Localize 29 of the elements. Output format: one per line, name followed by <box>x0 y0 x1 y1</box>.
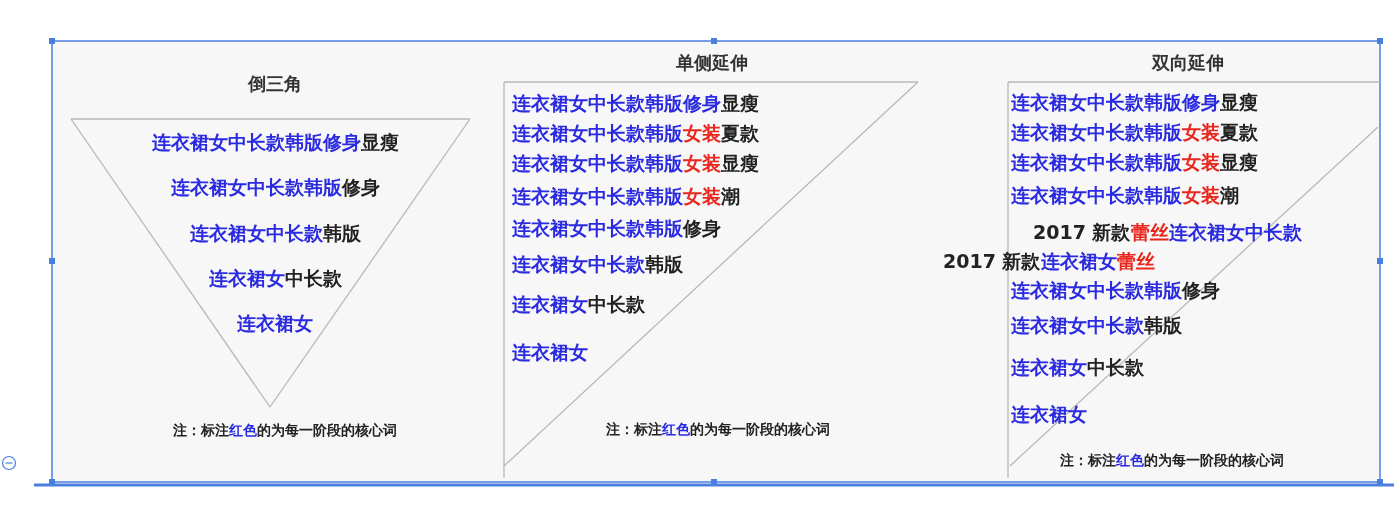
keyword-line: 连衣裙女中长款韩版女装潮 <box>1011 183 1239 207</box>
keyword-line: 连衣裙女中长款韩版女装显瘦 <box>512 151 759 175</box>
note-text: 注：标注红色的为每一阶段的核心词 <box>173 421 397 439</box>
keyword-line: 连衣裙女中长款韩版修身显瘦 <box>1011 90 1258 114</box>
note-text: 注：标注红色的为每一阶段的核心词 <box>606 420 830 438</box>
keyword-line: 连衣裙女中长款 <box>208 266 342 290</box>
keyword-line: 连衣裙女中长款韩版女装潮 <box>512 184 740 208</box>
keyword-line: 连衣裙女 <box>237 311 313 335</box>
keyword-line: 连衣裙女中长款韩版修身 <box>512 216 721 240</box>
keyword-line: 连衣裙女中长款 <box>512 292 645 316</box>
keyword-line: 连衣裙女中长款韩版修身 <box>1011 278 1220 302</box>
keyword-line: 连衣裙女中长款韩版修身显瘦 <box>512 91 759 115</box>
keyword-line: 连衣裙女中长款韩版女装夏款 <box>512 121 759 145</box>
panel-title: 倒三角 <box>248 73 302 95</box>
keyword-line: 连衣裙女中长款韩版女装显瘦 <box>1011 150 1258 174</box>
keyword-line: 连衣裙女中长款韩版女装夏款 <box>1011 120 1258 144</box>
keyword-line: 连衣裙女 <box>1011 402 1087 426</box>
keyword-line: 连衣裙女中长款韩版修身 <box>170 175 380 199</box>
keyword-line: 连衣裙女中长款 <box>1011 355 1144 379</box>
keyword-line: 连衣裙女中长款韩版 <box>189 221 361 245</box>
keyword-line: 连衣裙女中长款韩版 <box>512 252 683 276</box>
keyword-line: 2017 新款连衣裙女蕾丝 <box>943 249 1155 273</box>
keyword-line: 2017 新款蕾丝连衣裙女中长款 <box>1033 220 1302 244</box>
keyword-line: 连衣裙女 <box>512 340 588 364</box>
panel-title: 单侧延伸 <box>676 52 748 74</box>
panel-title: 双向延伸 <box>1152 52 1224 74</box>
keyword-line: 连衣裙女中长款韩版修身显瘦 <box>151 130 399 154</box>
keyword-line: 连衣裙女中长款韩版 <box>1011 313 1182 337</box>
note-text: 注：标注红色的为每一阶段的核心词 <box>1060 451 1284 469</box>
